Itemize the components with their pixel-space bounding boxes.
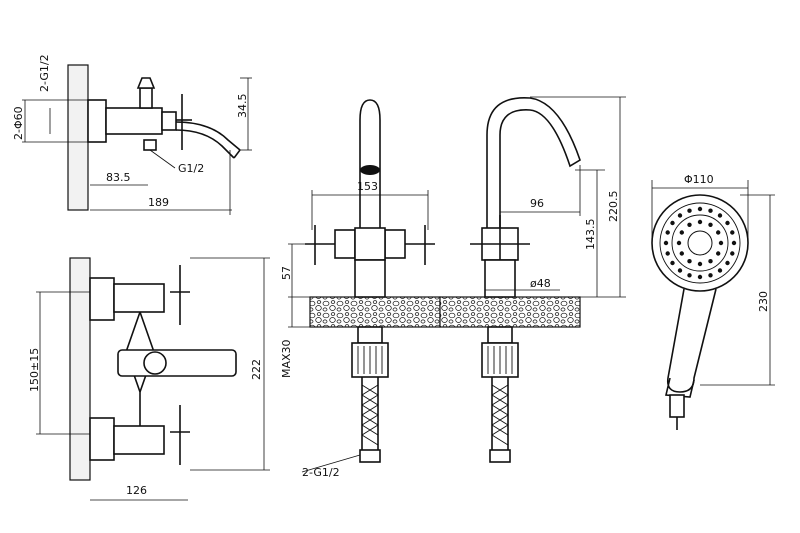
label-reach: 96 xyxy=(530,197,544,210)
flexible-hose xyxy=(361,377,379,450)
nozzle-dot xyxy=(679,230,684,235)
label-base-dia: ø48 xyxy=(530,277,551,290)
nozzle-dot xyxy=(708,259,713,264)
hose-cone xyxy=(669,394,685,418)
wall-flange xyxy=(87,99,107,143)
nozzle-dot xyxy=(730,230,735,235)
label-depth-front: 126 xyxy=(126,484,147,497)
hose-nut xyxy=(359,449,381,463)
spout-column xyxy=(359,99,381,242)
label-total-height: 220.5 xyxy=(607,191,620,223)
wall-mixer-front-view: 150±15 222 126 xyxy=(28,257,270,501)
center-body xyxy=(354,227,386,261)
spout-body xyxy=(117,349,237,377)
fixing-nut xyxy=(487,326,513,344)
label-shower-length: 230 xyxy=(757,291,770,312)
nozzle-dot xyxy=(716,230,721,235)
nozzle-dot xyxy=(670,220,675,226)
label-outlet: G1/2 xyxy=(178,162,204,175)
base-column xyxy=(354,259,386,298)
center-nozzles xyxy=(687,230,713,256)
nozzle-dot xyxy=(670,260,675,266)
base-column xyxy=(484,259,516,298)
nozzle-ring xyxy=(663,206,737,280)
nozzle-dot xyxy=(676,240,682,246)
nozzle-dot xyxy=(716,251,721,256)
nozzle-dot xyxy=(677,268,683,273)
nozzle-dot xyxy=(708,273,713,278)
label-outlet-height: 143.5 xyxy=(584,219,597,251)
nozzle-dot xyxy=(663,240,669,246)
nozzle-dot xyxy=(687,273,692,278)
label-centers: 150±15 xyxy=(28,348,41,392)
nozzle-dot xyxy=(665,251,670,256)
shower-handle xyxy=(666,288,717,393)
nozzle-dot xyxy=(697,206,703,212)
nozzle-dot xyxy=(697,261,703,267)
nozzle-dot xyxy=(677,213,683,218)
countertop-section xyxy=(439,296,581,328)
label-length: 189 xyxy=(148,196,169,209)
label-connection-top: 2-G1/2 xyxy=(38,54,51,92)
hand-shower-view: Φ110 230 xyxy=(651,173,775,430)
label-height: 222 xyxy=(250,359,263,380)
nozzle-dot xyxy=(725,220,730,226)
center-boss xyxy=(143,351,167,375)
aerator xyxy=(360,165,380,175)
nozzle-dot xyxy=(679,251,684,256)
nozzle-dot xyxy=(665,230,670,235)
nozzle-dot xyxy=(717,213,723,218)
label-depth: 83.5 xyxy=(106,171,131,184)
nozzle-dot xyxy=(708,222,713,227)
diverter-knob xyxy=(136,77,156,89)
spout-arc xyxy=(486,97,581,228)
nozzle-dot xyxy=(687,208,692,213)
handle-base xyxy=(161,111,177,131)
label-hoses: 2-G1/2 xyxy=(302,466,340,479)
nozzle-dot xyxy=(717,268,723,273)
right-valve xyxy=(384,229,406,259)
lower-valve xyxy=(113,425,165,455)
nozzle-dot xyxy=(687,259,692,264)
hose-nut xyxy=(489,449,511,463)
label-head-dia: Φ110 xyxy=(684,173,714,186)
left-valve xyxy=(334,229,356,259)
diverter-stem xyxy=(139,87,153,109)
spout xyxy=(175,121,241,151)
countertop-section xyxy=(309,296,441,328)
label-pipe-dia: 2-Φ60 xyxy=(12,106,25,140)
mixer-body xyxy=(105,107,163,135)
outlet-connector xyxy=(143,139,157,151)
nozzle-dot xyxy=(708,208,713,213)
nozzle-dot xyxy=(718,240,724,246)
label-handle-height: 57 xyxy=(280,266,293,280)
basin-mixer-side-view: 96 143.5 220.5 ø48 xyxy=(439,96,626,463)
nozzle-dot xyxy=(687,222,692,227)
label-max-thickness: MAX30 xyxy=(280,339,293,378)
wall-mixer-side-view: 2-G1/2 2-Φ60 34.5 G1/2 83.5 189 xyxy=(12,54,252,215)
nozzle-dot xyxy=(725,260,730,266)
basin-mixer-front-view: 153 57 MAX30 2-G1/2 xyxy=(280,99,441,479)
lower-flange xyxy=(89,417,115,461)
label-width: 153 xyxy=(357,180,378,193)
wall-section xyxy=(67,64,89,211)
wall-section xyxy=(69,257,91,481)
nozzle-dot xyxy=(731,240,737,246)
flexible-hose xyxy=(491,377,509,450)
nozzle-dot xyxy=(730,251,735,256)
upper-valve xyxy=(113,283,165,313)
upper-flange xyxy=(89,277,115,321)
fixing-nut xyxy=(357,326,383,344)
label-spout-height: 34.5 xyxy=(236,94,249,119)
nozzle-dot xyxy=(697,274,703,280)
nozzle-dot xyxy=(697,219,703,225)
